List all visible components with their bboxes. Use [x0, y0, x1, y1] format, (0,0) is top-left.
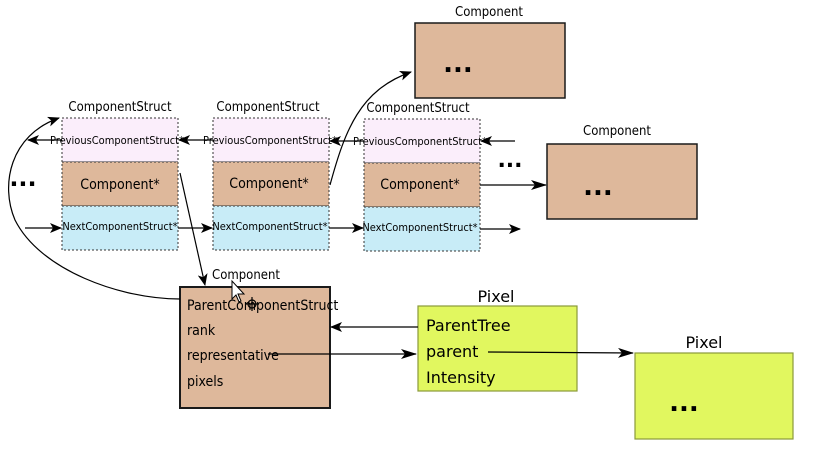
struct-next-cell [212, 205, 330, 251]
left-ellipsis: ... [9, 164, 36, 192]
component-main: Component ParentComponentStruct rank rep… [179, 268, 338, 409]
pixel-main-box [417, 305, 578, 392]
component-field-representative: representative [187, 348, 279, 364]
struct-next-cell [61, 205, 179, 251]
mouse-pointer-icon [231, 279, 246, 303]
pixel-field-parent-tree: ParentTree [426, 316, 511, 335]
component-top-title: Component [455, 5, 523, 20]
component-top-ellipsis: ... [443, 49, 473, 79]
component-top-box [414, 22, 566, 99]
component-field-pixels: pixels [187, 374, 223, 390]
comp-pointer-arrow-2 [329, 70, 412, 186]
pixel-right: Pixel ... [634, 333, 794, 440]
struct-prev-label: PreviousComponentStruct* [203, 134, 337, 147]
struct-next-label: NextComponentStruct* [212, 220, 327, 233]
struct-prev-label: PreviousComponentStruct* [353, 135, 487, 148]
arrows [8, 70, 634, 359]
struct-next-label: NextComponentStruct* [62, 220, 177, 233]
struct-comp-label: Component* [229, 176, 308, 192]
pixel-right-ellipsis: ... [669, 388, 699, 418]
struct-comp-label: Component* [380, 177, 459, 193]
struct-comp-label: Component* [80, 177, 159, 193]
pixel-field-intensity: Intensity [426, 368, 496, 387]
component-main-title: Component [212, 268, 280, 283]
component-struct-2: ComponentStruct PreviousComponentStruct*… [203, 100, 337, 251]
parent-component-struct-arrow [8, 116, 181, 300]
component-right: Component ... [546, 124, 698, 220]
struct-next-cell [363, 206, 481, 252]
struct-comp-cell [61, 161, 179, 207]
comp-pointer-arrow-1 [179, 172, 208, 286]
struct-prev-cell [61, 117, 179, 163]
middle-ellipsis: ... [497, 148, 522, 173]
struct-title: ComponentStruct [216, 100, 320, 115]
component-field-parent-struct: ParentComponentStruct [187, 298, 338, 314]
component-right-box [546, 143, 698, 220]
pixel-field-parent: parent [426, 342, 478, 361]
pixel-right-title: Pixel [685, 333, 722, 352]
parent-arrow [487, 347, 634, 358]
struct-next-label: NextComponentStruct* [362, 221, 477, 234]
component-right-title: Component [583, 124, 651, 139]
struct-comp-cell [363, 162, 481, 208]
component-field-rank: rank [187, 323, 216, 339]
pixel-main: Pixel ParentTree parent Intensity [417, 287, 578, 392]
component-struct-1: ComponentStruct PreviousComponentStruct*… [50, 100, 184, 251]
component-struct-3: ComponentStruct PreviousComponentStruct*… [353, 101, 487, 252]
pixel-main-title: Pixel [477, 287, 514, 306]
struct-prev-cell [212, 117, 330, 163]
component-right-ellipsis: ... [583, 172, 613, 202]
component-top: Component ... [414, 5, 566, 99]
struct-title: ComponentStruct [366, 101, 470, 116]
pixel-right-box [634, 352, 794, 440]
struct-prev-label: PreviousComponentStruct* [50, 134, 184, 147]
move-cursor-icon [245, 297, 259, 311]
struct-title: ComponentStruct [68, 100, 172, 115]
